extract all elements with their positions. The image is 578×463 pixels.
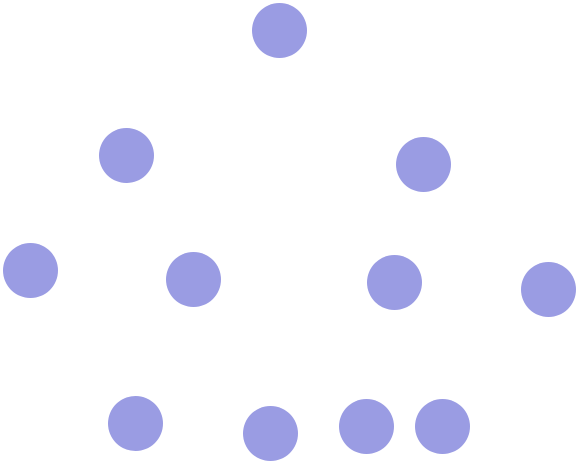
diagram-node [3, 243, 58, 298]
diagram-node [243, 406, 298, 461]
diagram-node [108, 396, 163, 451]
diagram-node [166, 252, 221, 307]
diagram-node [367, 255, 422, 310]
diagram-node [252, 3, 307, 58]
diagram-node [339, 399, 394, 454]
diagram-node [396, 137, 451, 192]
diagram-node [521, 262, 576, 317]
diagram-node [415, 399, 470, 454]
diagram-node [99, 128, 154, 183]
